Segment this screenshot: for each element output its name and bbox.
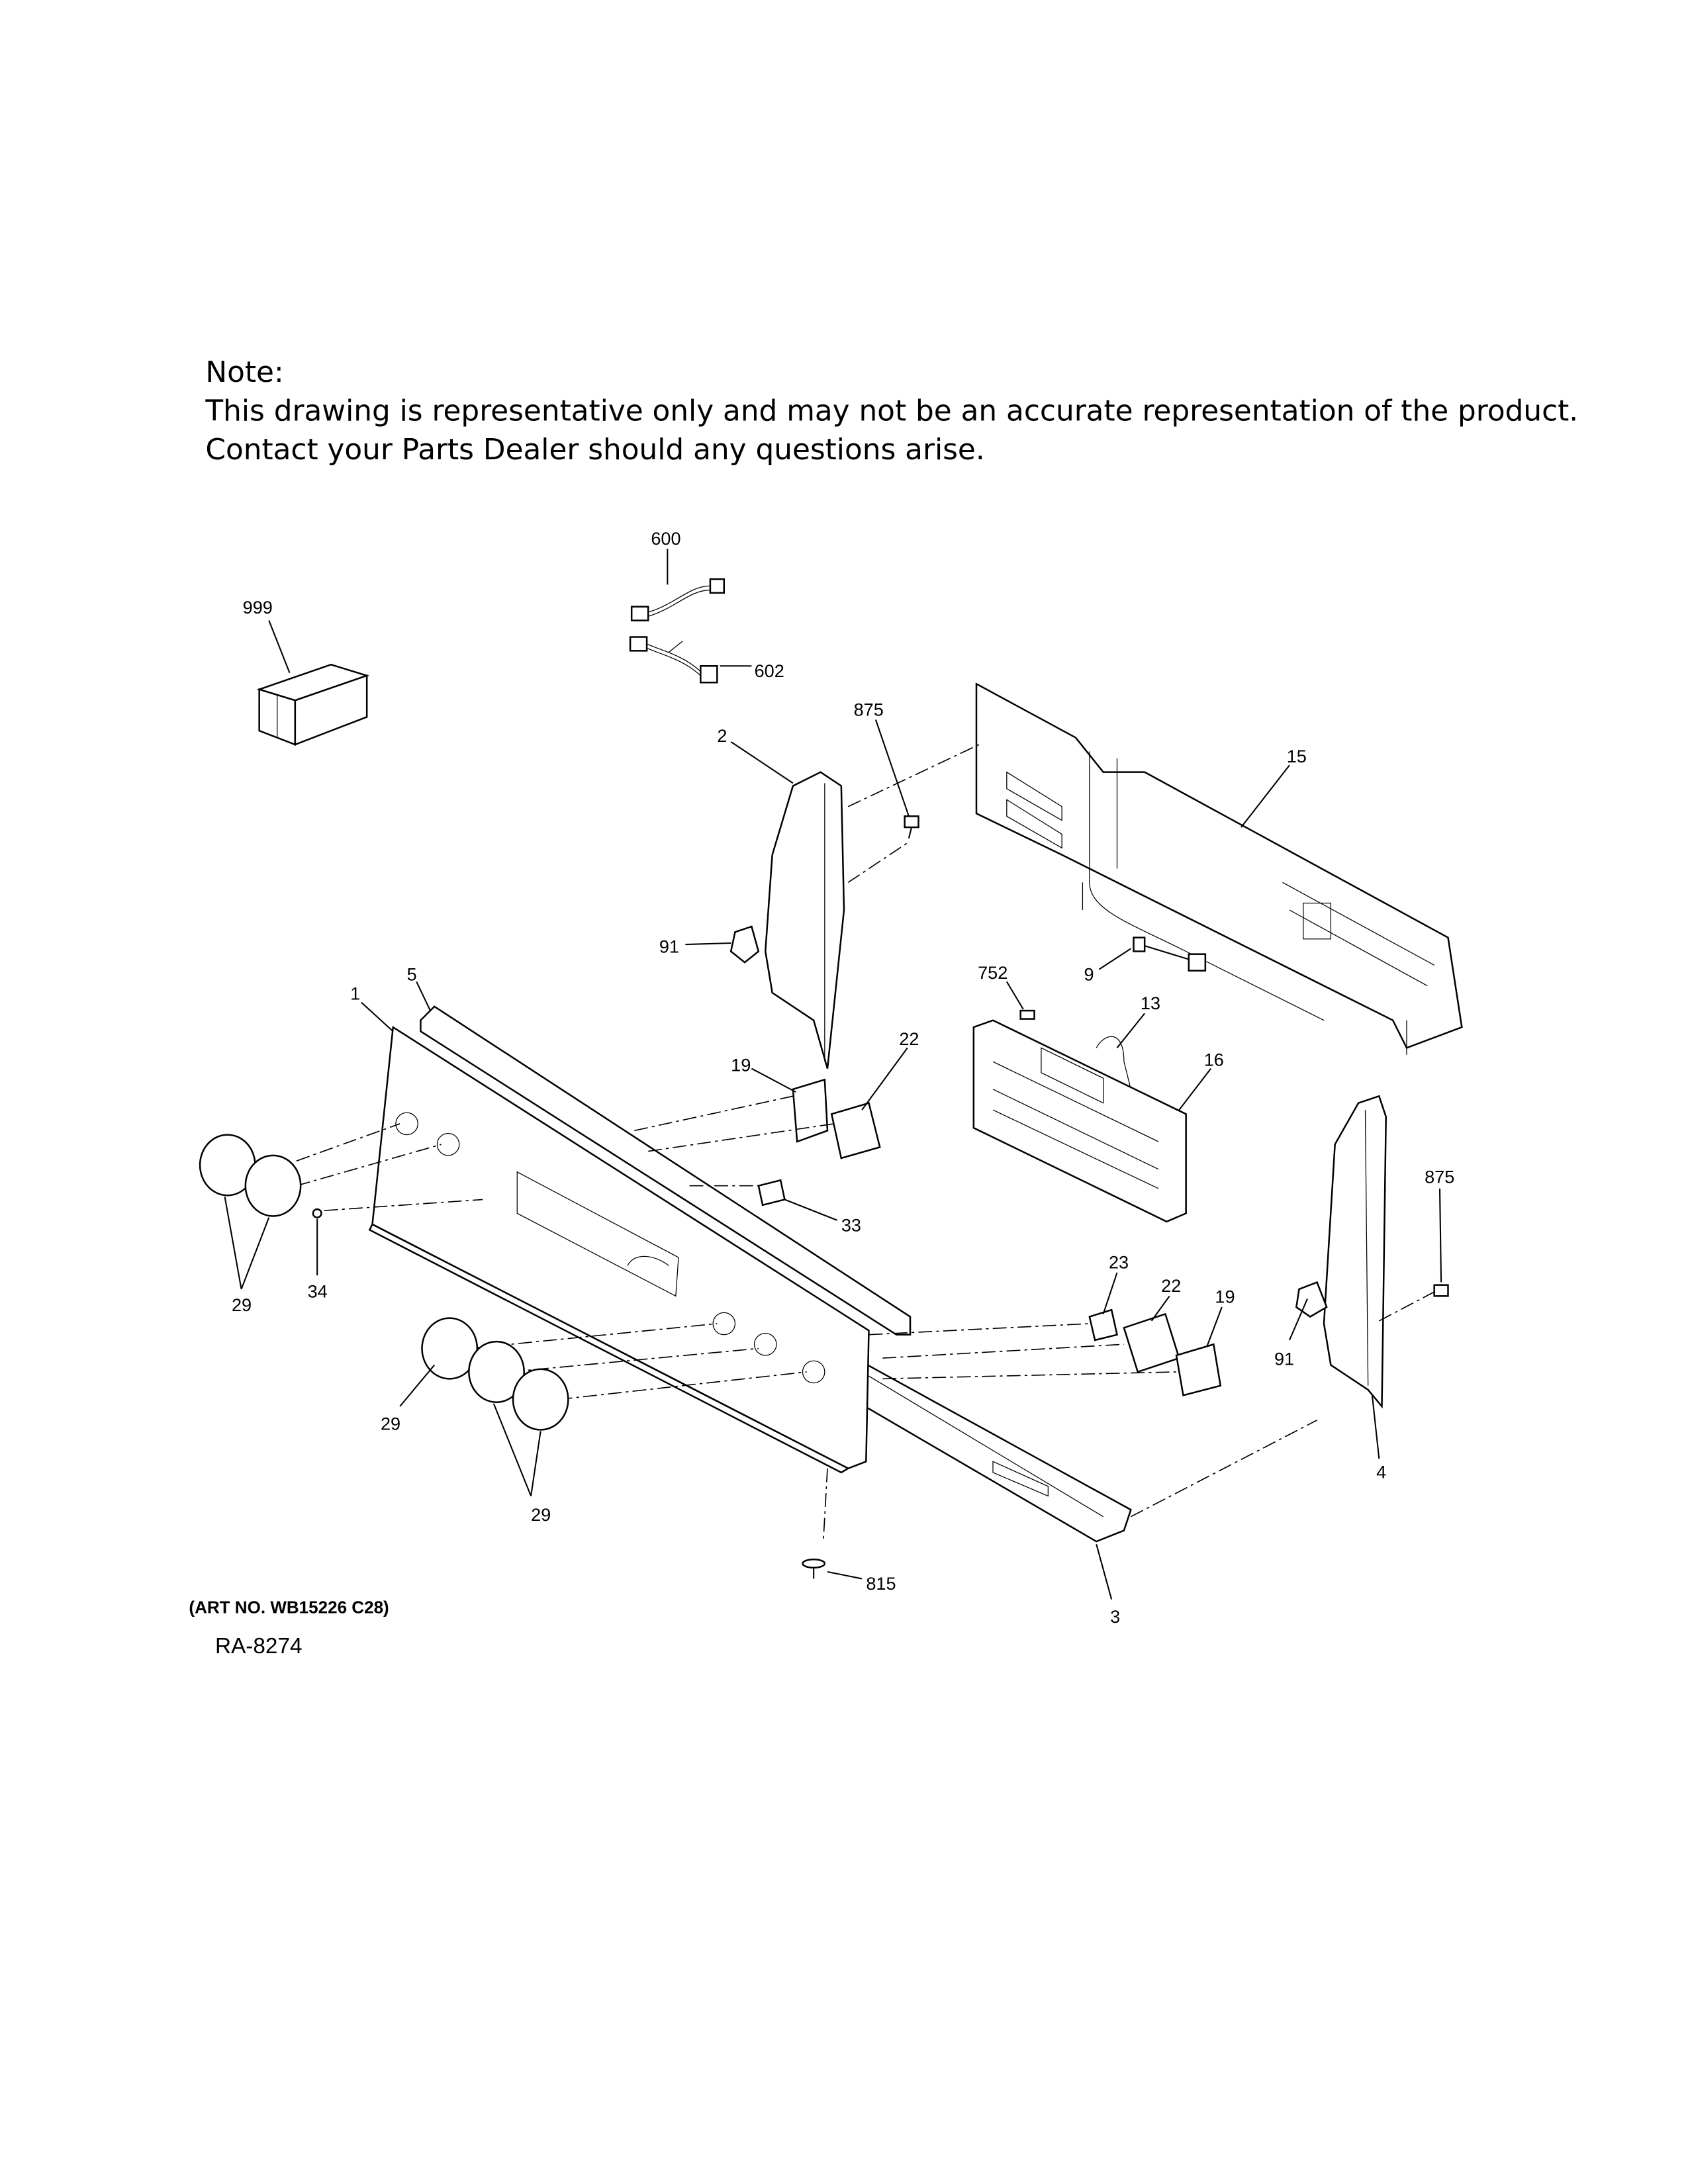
callout-23: 23 bbox=[1109, 1252, 1129, 1273]
part-91-clip-left bbox=[729, 925, 760, 964]
callout-5: 5 bbox=[407, 964, 417, 984]
part-91-clip-right bbox=[1295, 1281, 1328, 1318]
part-19-switch-lower bbox=[1175, 1343, 1222, 1396]
part-22-switch-lower bbox=[1123, 1312, 1180, 1373]
callout-752: 752 bbox=[978, 962, 1008, 983]
callout-602: 602 bbox=[755, 660, 784, 681]
callout-33: 33 bbox=[841, 1214, 861, 1235]
callout-19-upper: 19 bbox=[731, 1055, 751, 1075]
part-999-box bbox=[256, 663, 370, 746]
part-600-wire-harness bbox=[630, 578, 726, 621]
callout-29-middle: 29 bbox=[381, 1413, 400, 1433]
callout-91-right: 91 bbox=[1274, 1349, 1294, 1369]
part-9-harness bbox=[1133, 936, 1207, 972]
reference-number: RA-8274 bbox=[215, 1634, 303, 1659]
callout-29-left: 29 bbox=[232, 1295, 252, 1315]
part-34-screw bbox=[312, 1208, 322, 1218]
part-3-bottom-trim bbox=[840, 1357, 1132, 1543]
note-line-2: Contact your Parts Dealer should any que… bbox=[205, 433, 984, 467]
callout-34: 34 bbox=[308, 1281, 328, 1301]
callout-875-right: 875 bbox=[1425, 1167, 1454, 1187]
part-875-screw-right bbox=[1433, 1284, 1449, 1297]
part-23-switch bbox=[1088, 1308, 1118, 1342]
callout-999: 999 bbox=[243, 597, 273, 617]
callout-13: 13 bbox=[1141, 993, 1160, 1013]
part-16-control-board bbox=[972, 1019, 1187, 1223]
part-19-switch-upper bbox=[792, 1078, 829, 1143]
part-13-wire bbox=[1096, 1036, 1131, 1089]
callout-15: 15 bbox=[1287, 746, 1307, 766]
art-number: (ART NO. WB15226 C28) bbox=[189, 1598, 389, 1617]
callout-91-left: 91 bbox=[659, 936, 679, 957]
part-815-screw bbox=[802, 1559, 826, 1579]
part-33-switch bbox=[757, 1179, 786, 1206]
callout-9: 9 bbox=[1084, 964, 1094, 984]
part-29-knobs bbox=[199, 1134, 569, 1431]
callout-16: 16 bbox=[1204, 1049, 1224, 1069]
callout-2: 2 bbox=[717, 725, 727, 746]
part-22-switch-upper bbox=[830, 1102, 881, 1160]
callout-19-lower: 19 bbox=[1215, 1287, 1235, 1307]
callout-1: 1 bbox=[350, 983, 360, 1003]
part-5-top-trim bbox=[420, 1005, 912, 1336]
callout-3: 3 bbox=[1110, 1606, 1120, 1627]
callout-4: 4 bbox=[1376, 1461, 1386, 1482]
part-15-control-panel-back bbox=[975, 682, 1463, 1055]
callout-875-top: 875 bbox=[854, 699, 884, 719]
note-heading: Note: bbox=[205, 355, 283, 389]
callout-22-lower: 22 bbox=[1161, 1275, 1181, 1296]
part-2-side-bracket bbox=[764, 771, 845, 1069]
part-752-screw bbox=[1019, 1009, 1035, 1020]
callout-815: 815 bbox=[866, 1573, 896, 1594]
part-1-control-panel bbox=[368, 1025, 870, 1474]
note-line-1: This drawing is representative only and … bbox=[205, 394, 1578, 428]
part-4-side-bracket bbox=[1323, 1095, 1387, 1409]
callout-22-upper: 22 bbox=[899, 1028, 919, 1049]
part-875-screw-top bbox=[904, 815, 919, 839]
part-602-wire-harness bbox=[629, 636, 718, 684]
callout-600: 600 bbox=[651, 528, 680, 549]
callout-29-right: 29 bbox=[531, 1504, 551, 1525]
